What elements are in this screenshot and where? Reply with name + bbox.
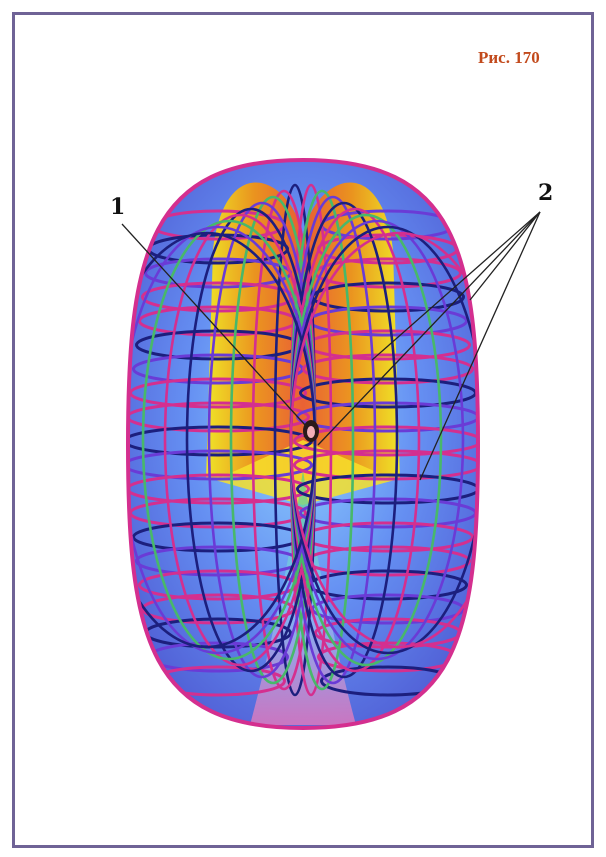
- leader-line-2d: [470, 212, 540, 300]
- central-nucleus: [303, 420, 319, 442]
- callout-label-2: 2: [538, 180, 553, 206]
- callout-label-1: 1: [110, 194, 125, 220]
